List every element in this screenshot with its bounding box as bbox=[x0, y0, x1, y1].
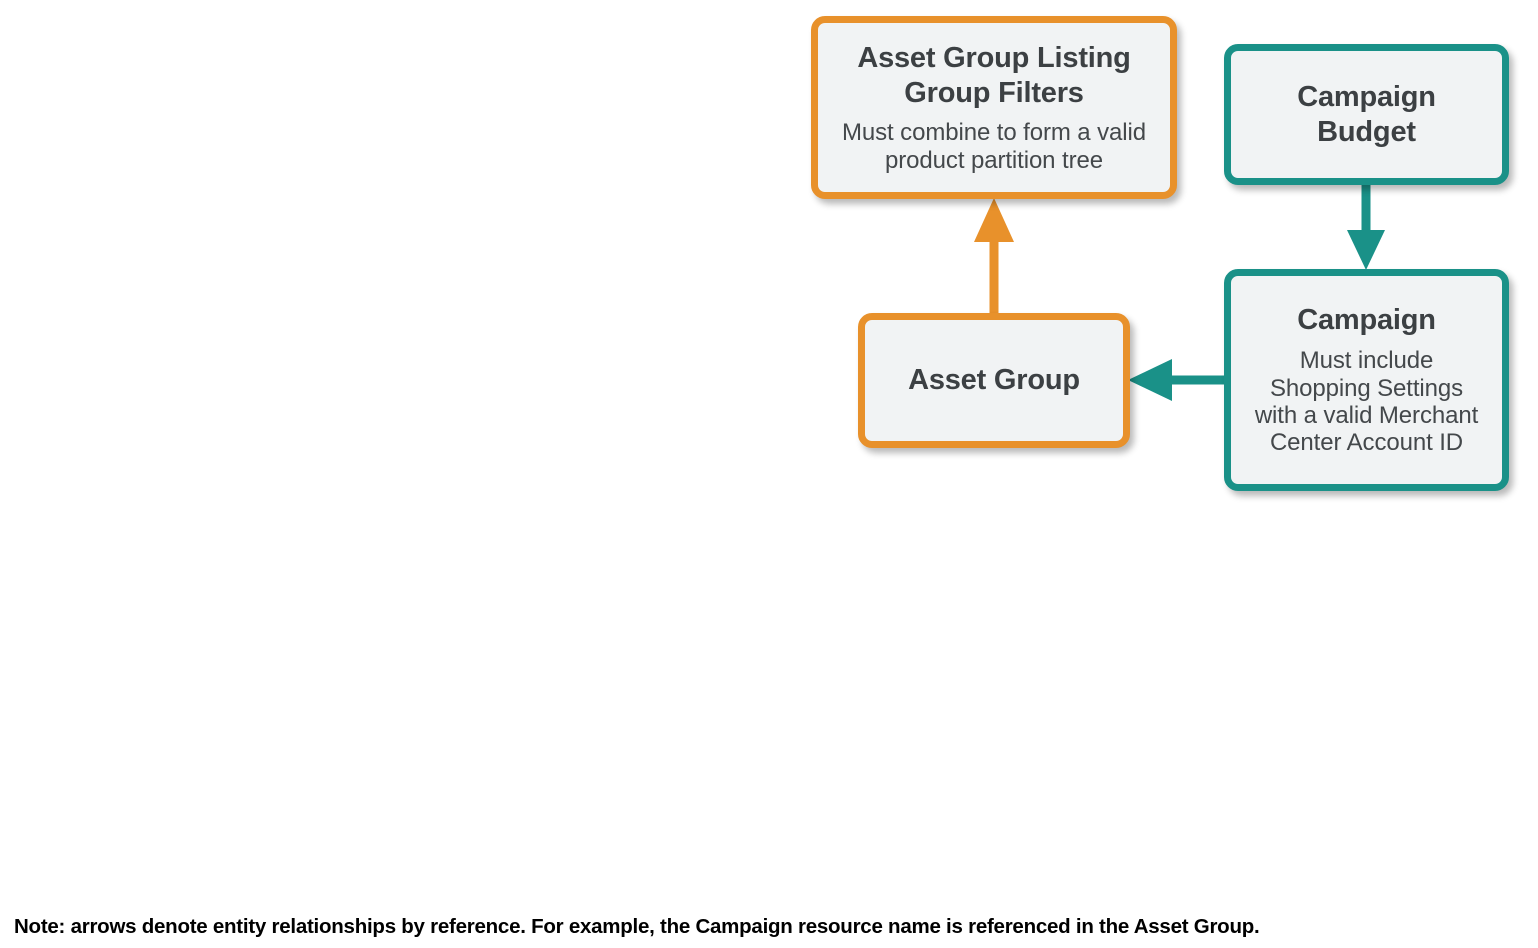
edge-arrow-up-icon bbox=[974, 198, 1014, 322]
diagram-note: Note: arrows denote entity relationships… bbox=[14, 915, 1260, 938]
edge-arrow-down-icon bbox=[1347, 178, 1385, 270]
edge-asset-group-to-listing-group-filters bbox=[972, 192, 1016, 322]
node-campaign-budget[interactable]: Campaign Budget bbox=[1224, 44, 1509, 185]
node-subtitle: Must combine to form a valid product par… bbox=[842, 119, 1146, 174]
node-subtitle: Must include Shopping Settings with a va… bbox=[1254, 347, 1479, 457]
edge-arrow-left-icon bbox=[1128, 359, 1230, 401]
edge-campaign-to-asset-group bbox=[1120, 358, 1230, 402]
edge-campaign-budget-to-campaign bbox=[1344, 178, 1388, 276]
node-asset-group[interactable]: Asset Group bbox=[858, 313, 1130, 448]
node-campaign[interactable]: Campaign Must include Shopping Settings … bbox=[1224, 269, 1509, 491]
node-title: Campaign Budget bbox=[1297, 80, 1436, 148]
node-title: Asset Group bbox=[908, 364, 1080, 397]
node-title: Asset Group Listing Group Filters bbox=[857, 41, 1131, 109]
node-title: Campaign bbox=[1297, 304, 1436, 337]
node-asset-group-listing-group-filters[interactable]: Asset Group Listing Group Filters Must c… bbox=[811, 16, 1177, 199]
